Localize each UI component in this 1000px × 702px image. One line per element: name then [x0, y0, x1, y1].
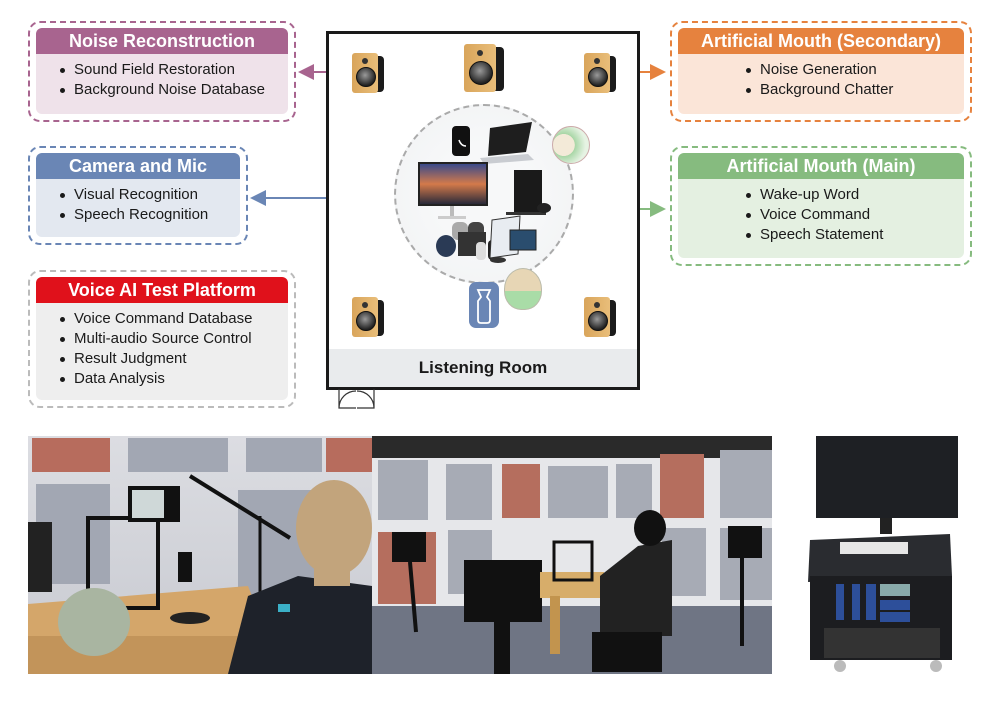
photo-test-platform-rack — [800, 436, 964, 674]
panel-title: Artificial Mouth (Main) — [678, 153, 964, 179]
list-item: Visual Recognition — [60, 185, 240, 205]
test-bench-illustration — [28, 438, 372, 674]
speaker-rear-right-icon — [584, 297, 616, 337]
feature-list: Sound Field Restoration Background Noise… — [36, 54, 288, 100]
speaker-front-left-icon — [352, 53, 384, 93]
list-item: Result Judgment — [60, 349, 288, 369]
door-icon — [338, 389, 375, 409]
panel-voice-ai-test-platform: Voice AI Test Platform Voice Command Dat… — [28, 270, 296, 408]
feature-list: Visual Recognition Speech Recognition — [36, 179, 240, 225]
list-item: Voice Command Database — [60, 309, 288, 329]
photo-listening-room-overview — [372, 436, 772, 674]
list-item: Noise Generation — [746, 60, 964, 80]
speaker-rear-left-icon — [352, 297, 384, 337]
speaker-front-center-icon — [464, 44, 504, 92]
devices-under-test-icon — [418, 122, 551, 263]
list-item: Background Chatter — [746, 80, 964, 100]
camera-and-mic-icon — [469, 282, 499, 328]
feature-list: Voice Command Database Multi-audio Sourc… — [36, 303, 288, 389]
list-item: Sound Field Restoration — [60, 60, 288, 80]
speaker-front-right-icon — [584, 53, 616, 93]
panel-title: Artificial Mouth (Secondary) — [678, 28, 964, 54]
panel-title: Voice AI Test Platform — [36, 277, 288, 303]
feature-list: Wake-up Word Voice Command Speech Statem… — [678, 179, 964, 245]
list-item: Background Noise Database — [60, 80, 288, 100]
panel-camera-and-mic: Camera and Mic Visual Recognition Speech… — [28, 146, 248, 245]
list-item: Voice Command — [746, 205, 964, 225]
panel-title: Noise Reconstruction — [36, 28, 288, 54]
panel-title: Camera and Mic — [36, 153, 240, 179]
list-item: Speech Recognition — [60, 205, 240, 225]
panel-artificial-mouth-main: Artificial Mouth (Main) Wake-up Word Voi… — [670, 146, 972, 266]
panel-noise-reconstruction: Noise Reconstruction Sound Field Restora… — [28, 21, 296, 122]
photo-test-bench-with-head-simulator — [28, 436, 372, 674]
panel-artificial-mouth-secondary: Artificial Mouth (Secondary) Noise Gener… — [670, 21, 972, 122]
listening-room-illustration — [372, 436, 772, 674]
artificial-mouth-secondary-icon — [552, 126, 590, 164]
list-item: Data Analysis — [60, 369, 288, 389]
list-item: Speech Statement — [746, 225, 964, 245]
list-item: Multi-audio Source Control — [60, 329, 288, 349]
test-platform-rack-illustration — [808, 436, 958, 672]
artificial-mouth-main-icon — [504, 268, 542, 310]
room-label: Listening Room — [329, 349, 637, 387]
list-item: Wake-up Word — [746, 185, 964, 205]
feature-list: Noise Generation Background Chatter — [678, 54, 964, 100]
